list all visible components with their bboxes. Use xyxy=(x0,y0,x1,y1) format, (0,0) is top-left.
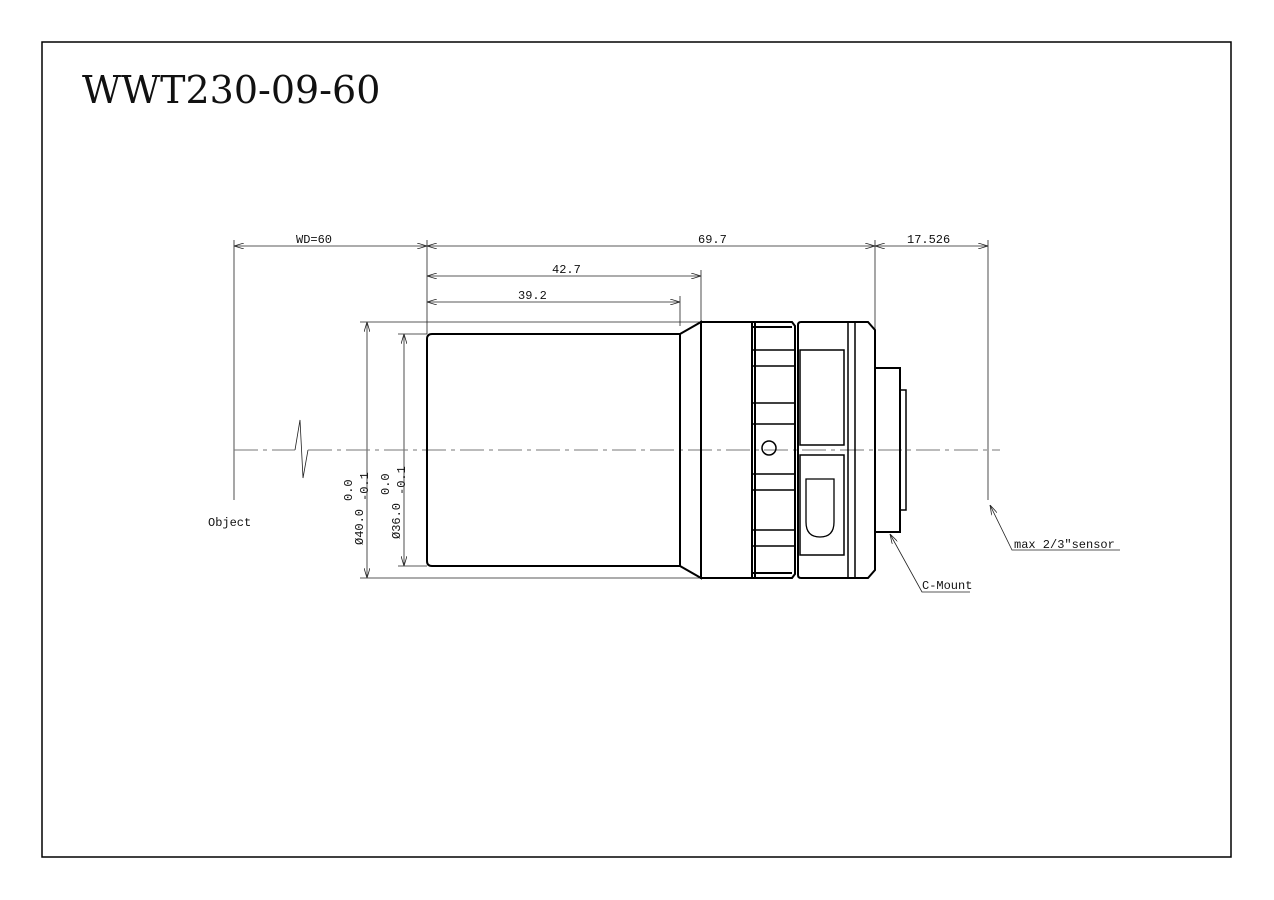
total-length-label: 69.7 xyxy=(698,233,727,247)
wd-label: WD=60 xyxy=(296,233,332,247)
knurled-ring xyxy=(751,321,796,579)
c-mount-label: C-Mount xyxy=(922,579,972,593)
object-label: Object xyxy=(208,516,251,530)
length-a-label: 42.7 xyxy=(552,263,581,277)
length-b-label: 39.2 xyxy=(518,289,547,303)
iris-section xyxy=(797,321,876,579)
drawing-title: WWT230-09-60 xyxy=(82,68,380,112)
back-focus-label: 17.526 xyxy=(907,233,950,247)
d40-tol-lower: -0.1 xyxy=(358,472,372,501)
diameter-outer-label: Ø40.0 xyxy=(353,509,367,545)
sensor-label: max 2/3"sensor xyxy=(1014,538,1115,552)
break-symbol xyxy=(294,419,309,479)
sensor-leader xyxy=(990,505,1120,551)
drawing-frame xyxy=(41,41,1232,858)
d36-tol-upper: 0.0 xyxy=(379,473,393,495)
d40-tol-upper: 0.0 xyxy=(342,479,356,501)
diameter-inner-label: Ø36.0 xyxy=(390,503,404,539)
iris-slot xyxy=(805,478,835,538)
extension-lines xyxy=(233,240,989,579)
c-mount-leader xyxy=(890,534,970,593)
d36-tol-lower: -0.1 xyxy=(395,466,409,495)
front-barrel xyxy=(426,333,681,567)
lens-body xyxy=(426,320,907,580)
set-screw xyxy=(761,440,777,456)
